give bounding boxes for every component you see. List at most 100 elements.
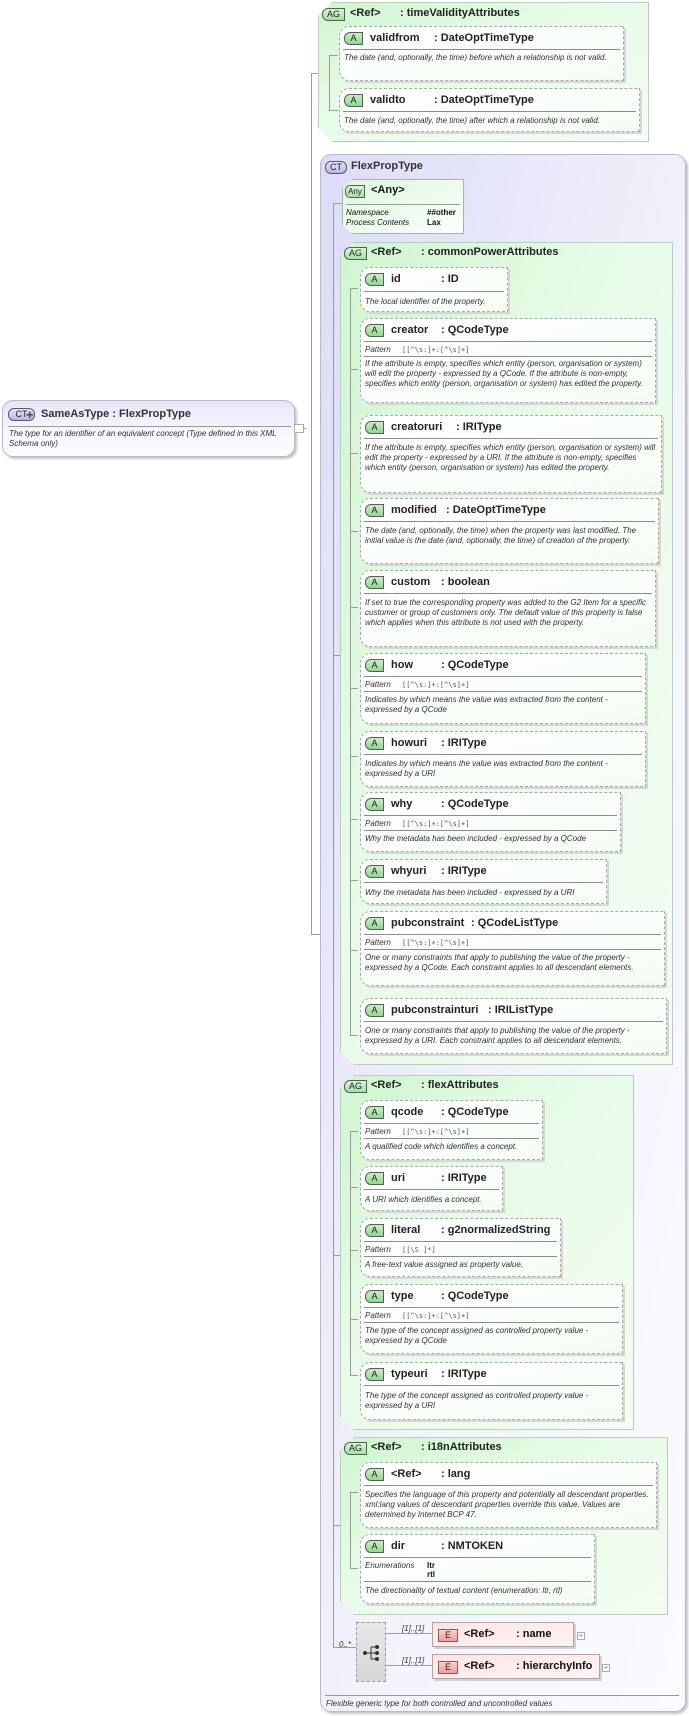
group-ref-label: <Ref> (371, 1079, 402, 1091)
attribute-modified[interactable]: A modified: DateOptTimeType The date (an… (360, 498, 659, 564)
attribute-name: why (391, 798, 413, 810)
attribute-type: : IRIType (456, 421, 502, 433)
attribute-type: : IRIType (441, 1368, 487, 1380)
divider (364, 830, 617, 831)
element-multiplicity: [1]..[1] (402, 1624, 425, 1633)
pattern-value: [[^\s:]+:[^\s]+] (402, 939, 470, 947)
expand-name-button[interactable]: + (577, 1631, 585, 1640)
pattern-label: Pattern (365, 1127, 391, 1136)
attribute-validfrom[interactable]: A validfrom: DateOptTimeType The date (a… (339, 26, 624, 81)
attribute-howuri[interactable]: A howuri: IRIType Indicates by which mea… (360, 731, 646, 787)
divider (364, 1256, 557, 1257)
attribute-id[interactable]: A id: ID The local identifier of the pro… (360, 267, 508, 312)
attribute-group-badge: AG (322, 8, 345, 21)
sequence-multiplicity: 0..* (339, 1640, 352, 1649)
attribute-doc: Specifies the language of this property … (365, 1490, 649, 1519)
attribute-creator[interactable]: A creator: QCodeType Pattern [[^\s:]+:[^… (360, 318, 656, 403)
expand-hierarchyinfo-button[interactable]: + (602, 1663, 610, 1672)
connector-attr (350, 1250, 358, 1251)
attribute-dir[interactable]: A dir: NMTOKEN Enumerations ltr rtl The … (360, 1534, 595, 1604)
attribute-type: : QCodeType (441, 1290, 509, 1302)
connector-attr (350, 950, 358, 951)
attribute-typeuri[interactable]: A typeuri: IRIType The type of the conce… (360, 1362, 623, 1420)
attribute-validto[interactable]: A validto : DateOptTimeType The date (and… (339, 88, 640, 132)
element-ref: <Ref> (464, 1628, 495, 1640)
connector-attr (350, 1568, 358, 1569)
attribute-badge: A (344, 94, 363, 107)
attribute-name: custom (391, 576, 431, 588)
divider (343, 111, 636, 112)
attribute-badge: A (365, 865, 384, 878)
attribute-pubconstrainturi[interactable]: A pubconstrainturi: IRIListType One or m… (360, 998, 667, 1054)
connector-to-name (386, 1633, 432, 1634)
attribute-name: id (391, 273, 401, 285)
any-wildcard[interactable]: Any <Any> Namespace ##other Process Cont… (342, 179, 464, 234)
attribute-doc: Why the metadata has been included - exp… (365, 888, 575, 897)
attribute-badge: A (365, 1172, 384, 1185)
attribute-doc: The date (and, optionally, the time) whe… (365, 526, 637, 545)
pattern-value: [[^\s:]+:[^\s]+] (402, 820, 470, 828)
attribute-lang[interactable]: A <Ref>: lang Specifies the language of … (360, 1462, 657, 1528)
enum-value: rtl (427, 1570, 435, 1579)
root-complex-type[interactable]: CT ✚ SameAsType : FlexPropType The type … (2, 400, 295, 457)
connector-flexprop-trunk (333, 203, 334, 1648)
attribute-doc: The date (and, optionally, the time) aft… (344, 116, 600, 125)
connector-timevalidity-inner (329, 55, 330, 111)
connector-attr (350, 1375, 358, 1376)
attribute-pubconstraint[interactable]: A pubconstraint: QCodeListType Pattern [… (360, 911, 665, 986)
attribute-uri[interactable]: A uri: IRIType A URI which identifies a … (360, 1166, 503, 1211)
group-ref-label: <Ref> (371, 1441, 402, 1453)
attribute-doc: If set to true the corresponding propert… (365, 598, 647, 627)
element-badge: E (438, 1629, 458, 1642)
attribute-type: : QCodeType (441, 1106, 509, 1118)
attribute-doc: One or many constraints that apply to pu… (365, 1026, 630, 1045)
collapse-toggle[interactable] (294, 424, 304, 433)
pattern-value: [[^\s:]+:[^\s]+] (402, 346, 470, 354)
attribute-badge: A (344, 32, 363, 45)
divider (364, 356, 652, 357)
attribute-name: howuri (391, 737, 428, 749)
divider (364, 593, 652, 594)
connector-attr (350, 1492, 358, 1493)
sequence-compositor[interactable] (356, 1622, 386, 1682)
attribute-literal[interactable]: A literal: g2normalizedString Pattern [[… (360, 1218, 561, 1277)
connector-attr (350, 688, 358, 689)
attribute-why[interactable]: A why: QCodeType Pattern [[^\s:]+:[^\s]+… (360, 792, 621, 852)
attribute-doc: If the attribute is empty, specifies whi… (365, 359, 643, 388)
attribute-type: : NMTOKEN (441, 1540, 504, 1552)
connector-to-any (333, 203, 342, 204)
attribute-type: : lang (441, 1468, 471, 1480)
attribute-name: how (391, 659, 413, 671)
element-name-label: : name (516, 1628, 552, 1640)
attribute-name: uri (391, 1172, 406, 1184)
attribute-type: : DateOptTimeType (434, 94, 534, 106)
divider (364, 1322, 619, 1323)
attribute-doc: A qualified code which identifies a conc… (365, 1142, 518, 1151)
attribute-creatoruri[interactable]: A creatoruri: IRIType If the attribute i… (360, 415, 662, 493)
attribute-custom[interactable]: A custom: boolean If set to true the cor… (360, 570, 656, 647)
divider (325, 1695, 679, 1696)
connector-to-flexprop (311, 934, 321, 935)
divider (364, 754, 642, 755)
attribute-whyuri[interactable]: A whyuri: IRIType Why the metadata has b… (360, 859, 607, 904)
connector-commonpower-inner (350, 288, 351, 1036)
complex-type-badge: CT (325, 161, 347, 174)
namespace-value: ##other (427, 208, 456, 217)
attribute-type: : IRIType (441, 1172, 487, 1184)
connector-attr (350, 1131, 358, 1132)
element-hierarchyinfo[interactable]: E <Ref> : hierarchyInfo (432, 1654, 600, 1679)
divider (364, 815, 617, 816)
attribute-name: validto (370, 94, 406, 106)
attribute-group-badge: AG (344, 1080, 367, 1093)
element-name[interactable]: E <Ref> : name (432, 1622, 574, 1647)
connector-to-i18n (333, 1525, 343, 1526)
divider (346, 204, 460, 205)
attribute-how[interactable]: A how: QCodeType Pattern [[^\s:]+:[^\s]+… (360, 653, 646, 724)
element-multiplicity: [1]..[1] (402, 1656, 425, 1665)
connector-attr (350, 607, 358, 608)
attribute-qcode[interactable]: A qcode: QCodeType Pattern [[^\s:]+:[^\s… (360, 1100, 543, 1160)
attribute-type[interactable]: A type: QCodeType Pattern [[^\s:]+:[^\s]… (360, 1284, 623, 1354)
pattern-label: Pattern (365, 345, 391, 354)
complex-type-title: FlexPropType (351, 160, 423, 172)
attribute-badge: A (365, 273, 384, 286)
